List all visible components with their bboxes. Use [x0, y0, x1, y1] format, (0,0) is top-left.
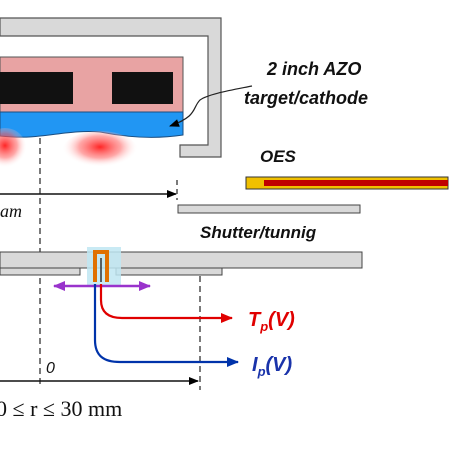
ip-signal-arrow	[93, 284, 239, 367]
magnet-block-left	[0, 72, 73, 104]
tp-label-arg: (V)	[268, 309, 295, 331]
langmuir-probe	[93, 250, 109, 282]
ip-label-main: I	[252, 354, 258, 376]
substrate-holder	[0, 251, 363, 276]
distance-label-fragment: am	[0, 201, 22, 221]
tp-label-main: T	[248, 309, 262, 331]
oes-label: OES	[260, 147, 297, 166]
magnet-block-right	[112, 72, 173, 104]
shutter-label: Shutter/tunnig	[200, 223, 317, 242]
origin-label: 0	[46, 360, 55, 377]
tp-label-sub: p	[259, 319, 268, 334]
range-label: 0 ≤ r ≤ 30 mm	[0, 396, 122, 421]
tp-label: Tp(V)	[248, 309, 295, 334]
ip-label-sub: p	[257, 364, 266, 379]
tp-signal-arrow	[99, 284, 233, 323]
target-label-line2: target/cathode	[244, 88, 368, 108]
target-leader-line	[169, 85, 253, 127]
oes-probe-fiber	[264, 180, 448, 186]
target-label-line1: 2 inch AZO	[266, 59, 361, 79]
shutter-plate	[177, 204, 361, 214]
ip-label: Ip(V)	[252, 354, 293, 379]
plasma-glow-left	[0, 128, 27, 172]
ip-label-arg: (V)	[266, 354, 293, 376]
plasma-glow-center	[62, 131, 138, 171]
cathode-housing	[0, 17, 222, 158]
